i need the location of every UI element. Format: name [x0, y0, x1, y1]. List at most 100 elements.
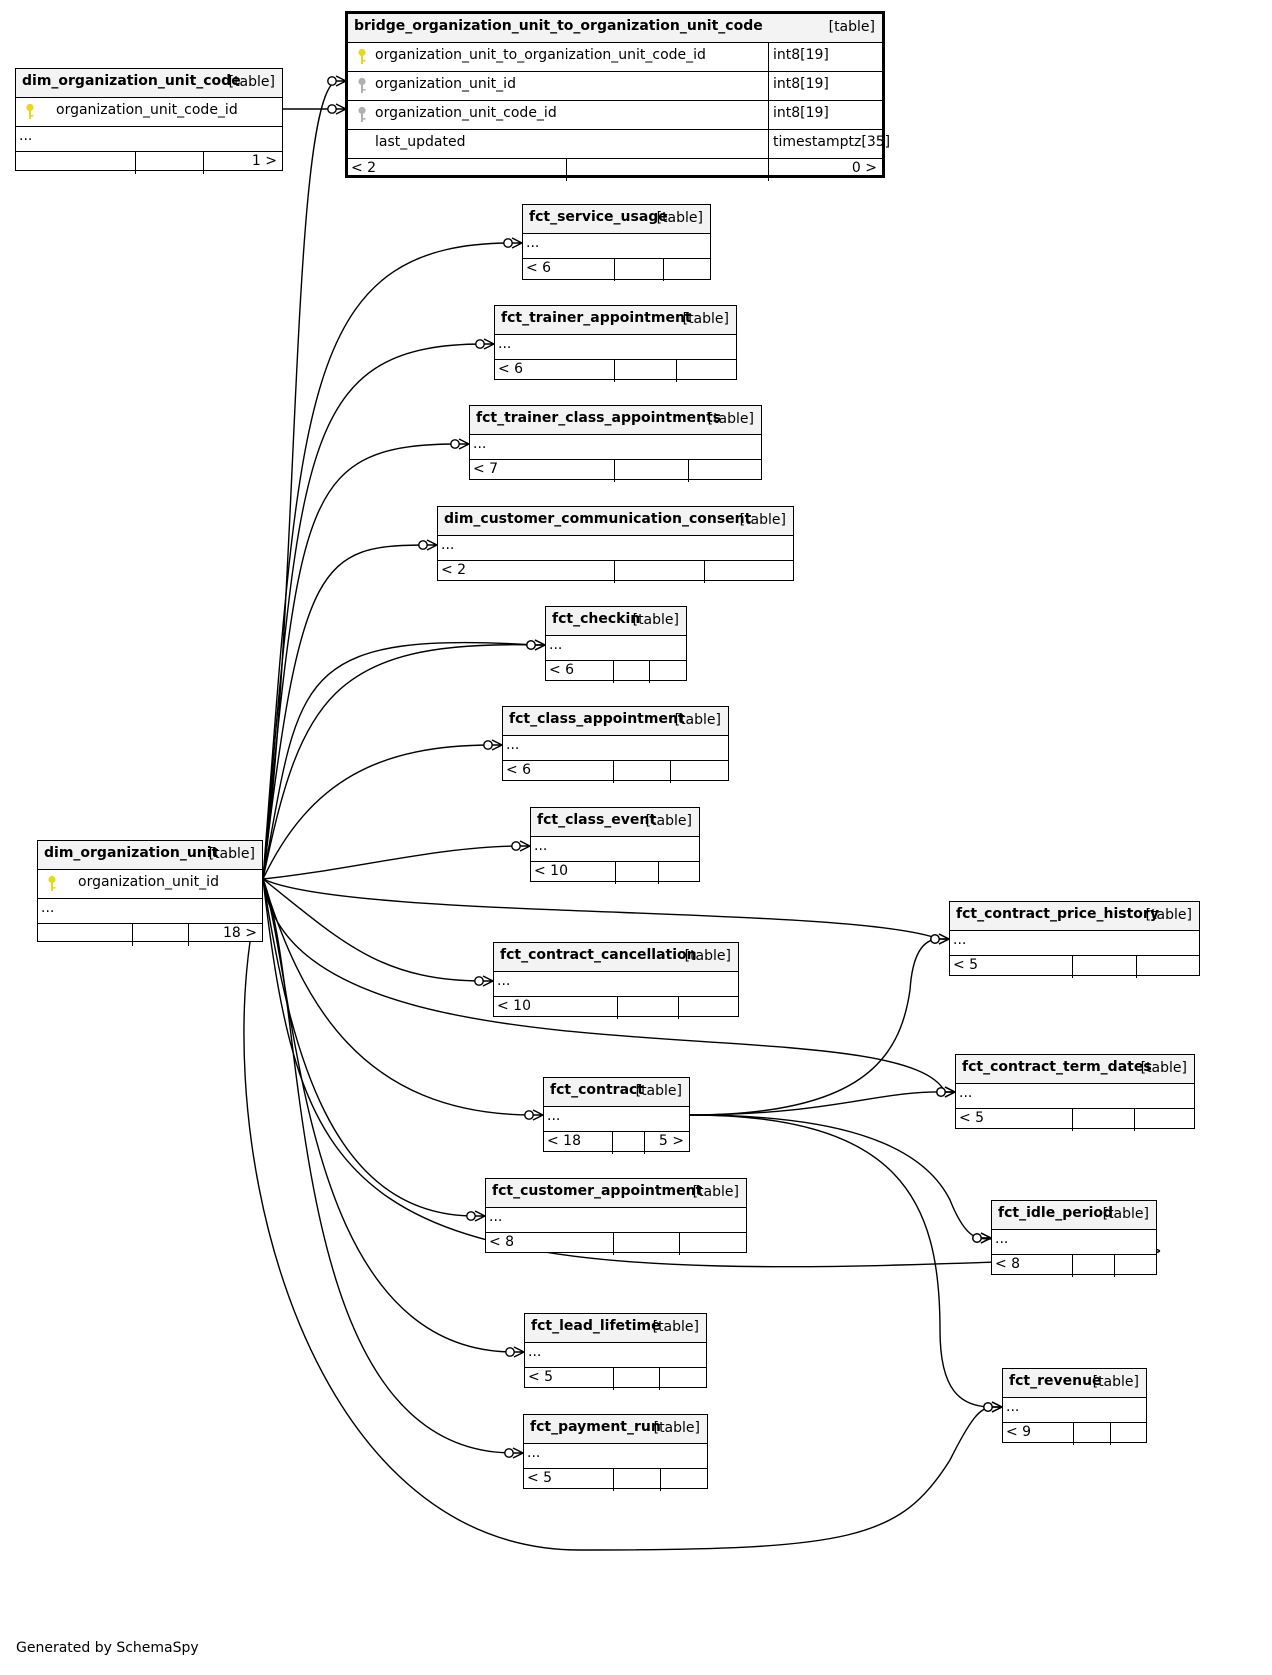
table-type-label: [table] [1145, 907, 1192, 923]
table-name[interactable]: fct_checkin [552, 611, 641, 627]
edge-contract-to-term-dates [689, 1091, 946, 1116]
table-type-label: [table] [228, 74, 275, 90]
table-name[interactable]: fct_contract_cancellation [500, 947, 697, 963]
parent-count[interactable]: < 8 [489, 1234, 515, 1250]
edge-ou-to-communication-consent-crowfoot [418, 539, 439, 551]
parent-count[interactable]: < 5 [959, 1110, 985, 1126]
columns-ellipsis: ... [494, 972, 738, 997]
table-footer: < 6 [546, 661, 686, 683]
table-dim-organization-unit[interactable]: dim_organization_unit [table] organizati… [37, 840, 263, 946]
parent-count[interactable]: < 10 [534, 863, 568, 879]
table-fct-class-event[interactable]: fct_class_event[table] ... < 10 [530, 807, 700, 884]
child-count[interactable]: 18 > [223, 925, 257, 941]
column-name: last_updated [375, 134, 466, 150]
parent-count[interactable]: < 5 [527, 1470, 553, 1486]
child-count[interactable]: 0 > [851, 160, 877, 176]
table-fct-class-appointment[interactable]: fct_class_appointment[table] ... < 6 [502, 706, 729, 783]
parent-count[interactable]: < 9 [1006, 1424, 1032, 1440]
columns-ellipsis: ... [523, 234, 710, 259]
table-fct-contract-price-history[interactable]: fct_contract_price_history[table] ... < … [949, 901, 1200, 978]
edge-ou-to-checkin-1 [262, 641, 536, 880]
table-name[interactable]: fct_service_usage [529, 209, 668, 225]
table-fct-idle-period[interactable]: fct_idle_period[table] ... < 8 [991, 1200, 1157, 1277]
edge-ou-to-service-usage [262, 242, 513, 880]
parent-count[interactable]: < 6 [506, 762, 532, 778]
table-dim-organization-unit-code[interactable]: dim_organization_unit_code [table] organ… [15, 68, 283, 174]
table-name[interactable]: fct_class_event [537, 812, 657, 828]
columns-ellipsis: ... [470, 435, 761, 460]
table-name[interactable]: dim_organization_unit_code [22, 73, 241, 89]
table-name[interactable]: fct_idle_period [998, 1205, 1114, 1221]
table-type-label: [table] [739, 512, 786, 528]
table-bridge-organization-unit-to-organization-unit-code[interactable]: bridge_organization_unit_to_organization… [345, 11, 890, 181]
table-name[interactable]: fct_lead_lifetime [531, 1318, 661, 1334]
table-header: fct_service_usage[table] [523, 205, 710, 234]
table-header: fct_customer_appointment[table] [486, 1179, 746, 1208]
table-name[interactable]: fct_contract [550, 1082, 645, 1098]
child-count[interactable]: 5 > [658, 1133, 684, 1149]
table-dim-customer-communication-consent[interactable]: dim_customer_communication_consent[table… [437, 506, 794, 583]
edge-ou-to-class-appointment [262, 744, 493, 880]
table-name[interactable]: fct_contract_term_dates [962, 1059, 1152, 1075]
table-footer: < 6 [523, 259, 710, 281]
edge-ou-to-trainer-class-appointments [262, 443, 460, 880]
table-footer: < 18 5 > [544, 1132, 689, 1154]
parent-count[interactable]: < 10 [497, 998, 531, 1014]
table-footer: < 10 [531, 862, 699, 884]
columns-ellipsis: ... [992, 1230, 1156, 1255]
table-fct-revenue[interactable]: fct_revenue[table] ... < 9 [1002, 1368, 1147, 1445]
parent-count[interactable]: < 2 [441, 562, 467, 578]
table-name[interactable]: fct_customer_appointment [492, 1183, 703, 1199]
table-fct-service-usage[interactable]: fct_service_usage[table] ... < 6 [522, 204, 711, 281]
table-footer: < 2 [438, 561, 793, 583]
table-fct-customer-appointment[interactable]: fct_customer_appointment[table] ... < 8 [485, 1178, 747, 1255]
table-name[interactable]: fct_contract_price_history [956, 906, 1159, 922]
parent-count[interactable]: < 6 [526, 260, 552, 276]
table-type-label: [table] [1140, 1060, 1187, 1076]
table-fct-payment-run[interactable]: fct_payment_run[table] ... < 5 [523, 1414, 708, 1491]
table-name[interactable]: fct_trainer_appointment [501, 310, 692, 326]
parent-count[interactable]: < 5 [953, 957, 979, 973]
edge-contract-to-revenue-crowfoot [983, 1401, 1004, 1413]
parent-count[interactable]: < 18 [547, 1133, 581, 1149]
edge-ou-to-price-history [262, 878, 940, 940]
parent-count[interactable]: < 5 [528, 1369, 554, 1385]
table-name[interactable]: dim_customer_communication_consent [444, 511, 752, 527]
table-fct-contract-term-dates[interactable]: fct_contract_term_dates[table] ... < 5 [955, 1054, 1195, 1131]
parent-count[interactable]: < 7 [473, 461, 499, 477]
columns-ellipsis: ... [524, 1444, 707, 1469]
edge-ou-to-trainer-appointment [262, 343, 485, 880]
table-type-label: [table] [692, 1184, 739, 1200]
table-name[interactable]: dim_organization_unit [44, 845, 219, 861]
table-fct-trainer-appointment[interactable]: fct_trainer_appointment[table] ... < 6 [494, 305, 737, 382]
column-row: organization_unit_code_id int8[19] [348, 101, 882, 130]
edge-ou-to-contract-cancellation [262, 878, 484, 982]
table-type-label: [table] [1102, 1206, 1149, 1222]
table-name[interactable]: fct_revenue [1009, 1373, 1102, 1389]
table-name[interactable]: fct_class_appointment [509, 711, 685, 727]
edge-ou-to-term-dates [262, 878, 946, 1093]
table-type-label: [table] [652, 1319, 699, 1335]
edge-contract-to-term-dates-crowfoot [936, 1086, 957, 1098]
table-fct-checkin[interactable]: fct_checkin[table] ... < 6 [545, 606, 687, 683]
column-name: organization_unit_code_id [375, 105, 557, 121]
edge-ou-to-customer-appointment-crowfoot [466, 1210, 487, 1222]
table-fct-lead-lifetime[interactable]: fct_lead_lifetime[table] ... < 5 [524, 1313, 707, 1390]
parent-count[interactable]: < 6 [498, 361, 524, 377]
column-name: organization_unit_id [375, 76, 516, 92]
edge-ou-to-revenue [243, 878, 993, 1551]
table-fct-contract-cancellation[interactable]: fct_contract_cancellation[table] ... < 1… [493, 942, 739, 1019]
parent-count[interactable]: < 8 [995, 1256, 1021, 1272]
table-name[interactable]: bridge_organization_unit_to_organization… [354, 18, 763, 34]
table-name[interactable]: fct_payment_run [530, 1419, 661, 1435]
table-type-label: [table] [653, 1420, 700, 1436]
parent-count[interactable]: < 6 [549, 662, 575, 678]
table-footer: < 9 [1003, 1423, 1146, 1445]
edge-ou-to-class-event [262, 845, 521, 880]
table-footer: 1 > [16, 152, 282, 174]
parent-count[interactable]: < 2 [351, 160, 377, 176]
table-name[interactable]: fct_trainer_class_appointments [476, 410, 722, 426]
table-fct-trainer-class-appointments[interactable]: fct_trainer_class_appointments[table] ..… [469, 405, 762, 482]
child-count[interactable]: 1 > [251, 153, 277, 169]
